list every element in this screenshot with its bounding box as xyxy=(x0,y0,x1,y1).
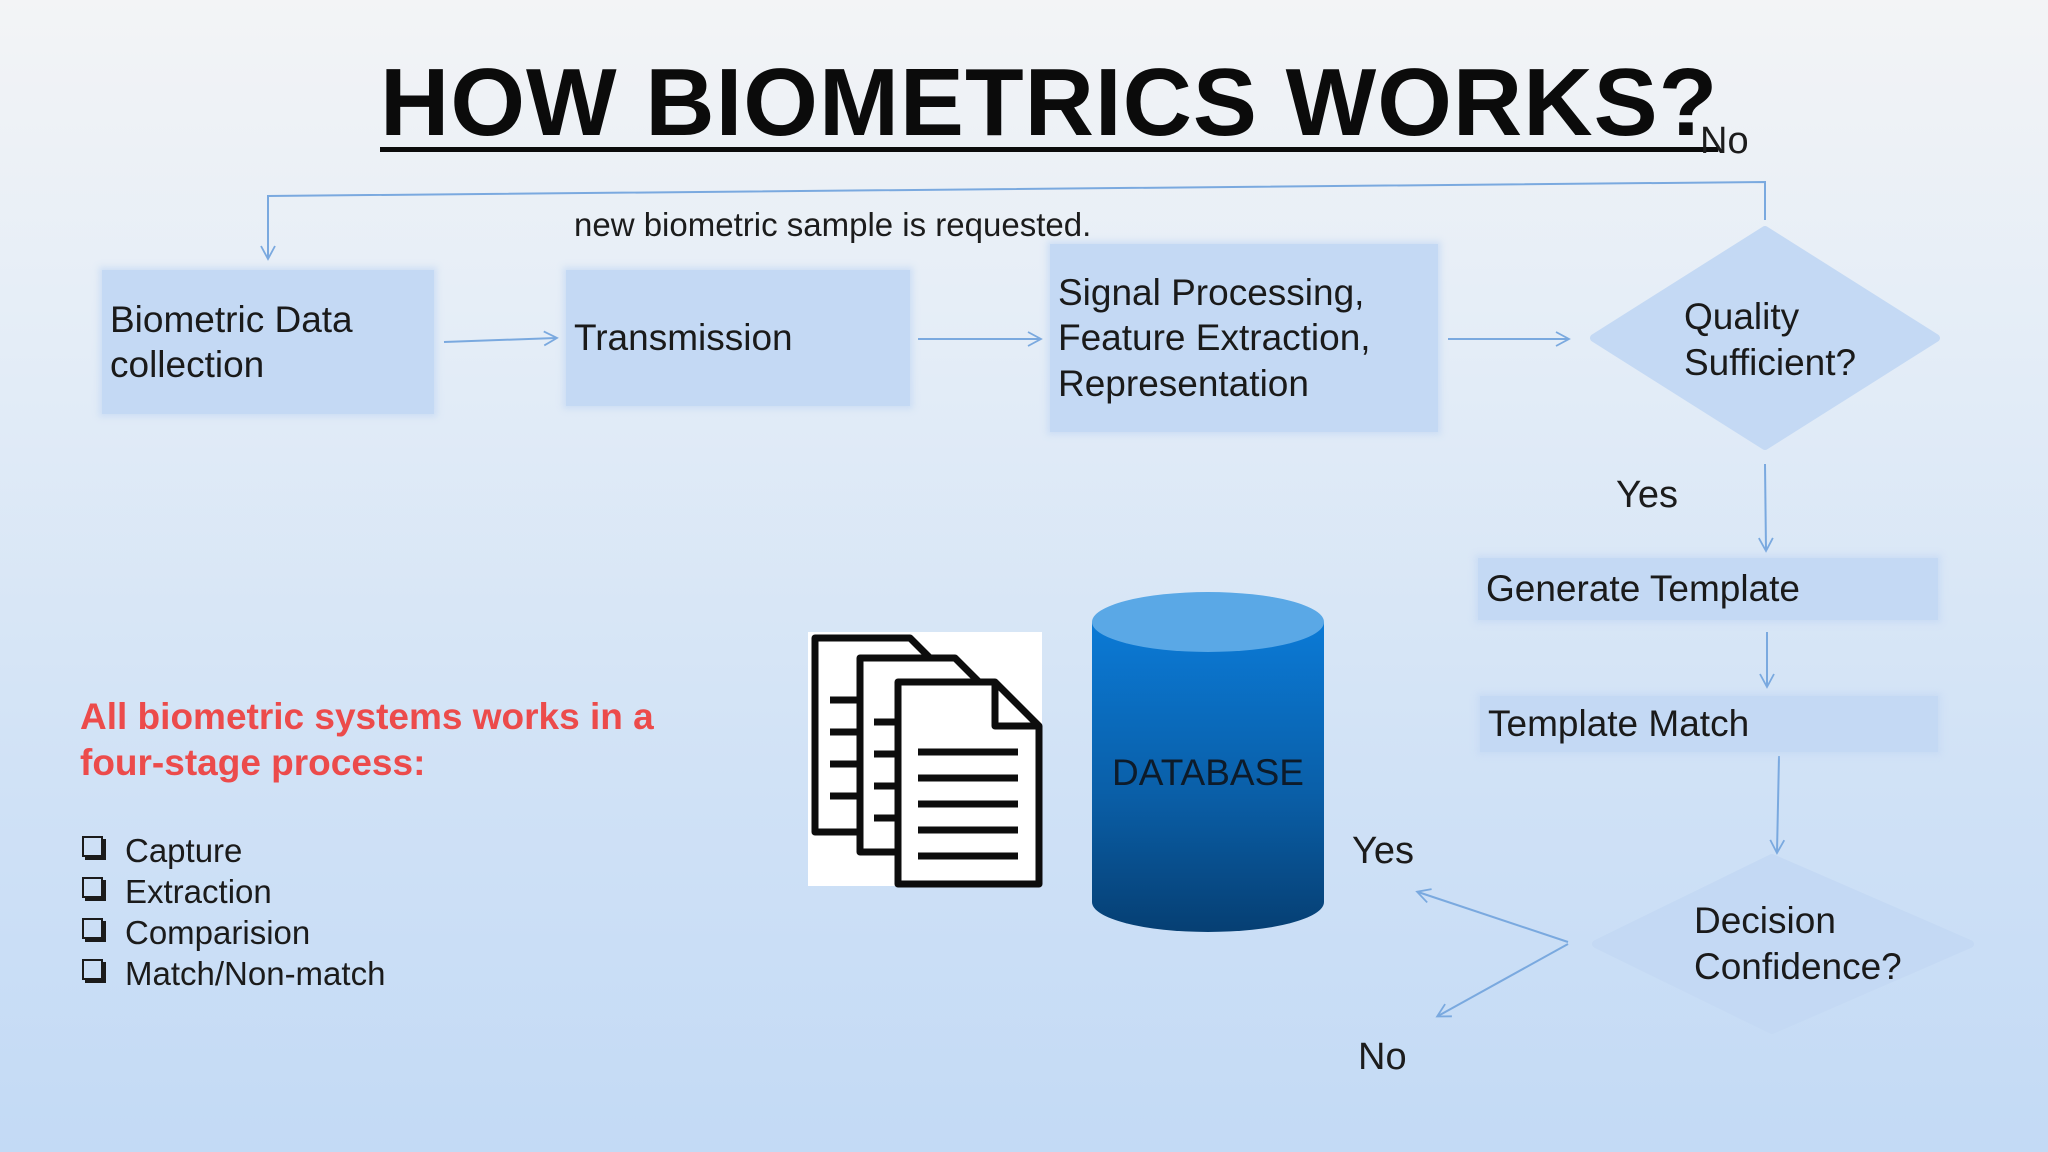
checkbox-icon xyxy=(82,959,103,980)
quality-question: Quality Sufficient? xyxy=(1684,296,1857,383)
list-item: Comparision xyxy=(82,912,385,953)
loop-note: new biometric sample is requested. xyxy=(574,206,1092,243)
stage-list: Capture Extraction Comparision Match/Non… xyxy=(82,830,385,994)
decision-yes-label: Yes xyxy=(1352,830,1414,872)
node-label: Generate Template xyxy=(1486,568,1801,610)
arrow-decision-no xyxy=(1435,943,1569,1018)
arrow-collection-transmission xyxy=(443,330,559,347)
node-label: Signal Processing, Feature Extraction, R… xyxy=(1058,271,1371,404)
checkbox-icon xyxy=(82,877,103,898)
node-label: Transmission xyxy=(574,317,793,359)
node-generate-template: Generate Template xyxy=(1478,558,1938,620)
node-biometric-data-collection: Biometric Data collection xyxy=(102,270,434,414)
loop-back-line xyxy=(260,180,1766,261)
node-label: Template Match xyxy=(1488,703,1750,745)
arrow-decision-yes xyxy=(1415,888,1569,943)
node-template-match: Template Match xyxy=(1480,696,1938,752)
list-item: Extraction xyxy=(82,871,385,912)
node-transmission: Transmission xyxy=(566,270,910,406)
decision-no-label: No xyxy=(1358,1036,1407,1078)
database-label: DATABASE xyxy=(1112,752,1304,793)
list-item: Match/Non-match xyxy=(82,953,385,994)
checkbox-icon xyxy=(82,836,103,857)
arrow-quality-generate xyxy=(1758,463,1774,553)
list-item-label: Extraction xyxy=(125,872,272,910)
database-cylinder-icon xyxy=(1092,592,1324,932)
decision-diamond xyxy=(1592,854,1974,1034)
page-title: HOW BIOMETRICS WORKS? xyxy=(380,49,1719,156)
quality-diamond xyxy=(1590,226,1940,450)
arrow-match-decision xyxy=(1769,755,1786,855)
decision-question: Decision Confidence? xyxy=(1694,900,1902,987)
node-signal-processing: Signal Processing, Feature Extraction, R… xyxy=(1050,244,1438,432)
loop-no-label: No xyxy=(1700,120,1749,162)
intro-text: All biometric systems works in a four-st… xyxy=(80,696,654,784)
list-item-label: Match/Non-match xyxy=(125,954,386,992)
list-item-label: Capture xyxy=(125,831,243,869)
list-item-label: Comparision xyxy=(125,913,311,951)
list-item: Capture xyxy=(82,830,385,871)
documents-icon xyxy=(808,632,1043,888)
checkbox-icon xyxy=(82,918,103,939)
quality-yes-label: Yes xyxy=(1616,474,1678,516)
node-label: Biometric Data collection xyxy=(110,298,353,386)
